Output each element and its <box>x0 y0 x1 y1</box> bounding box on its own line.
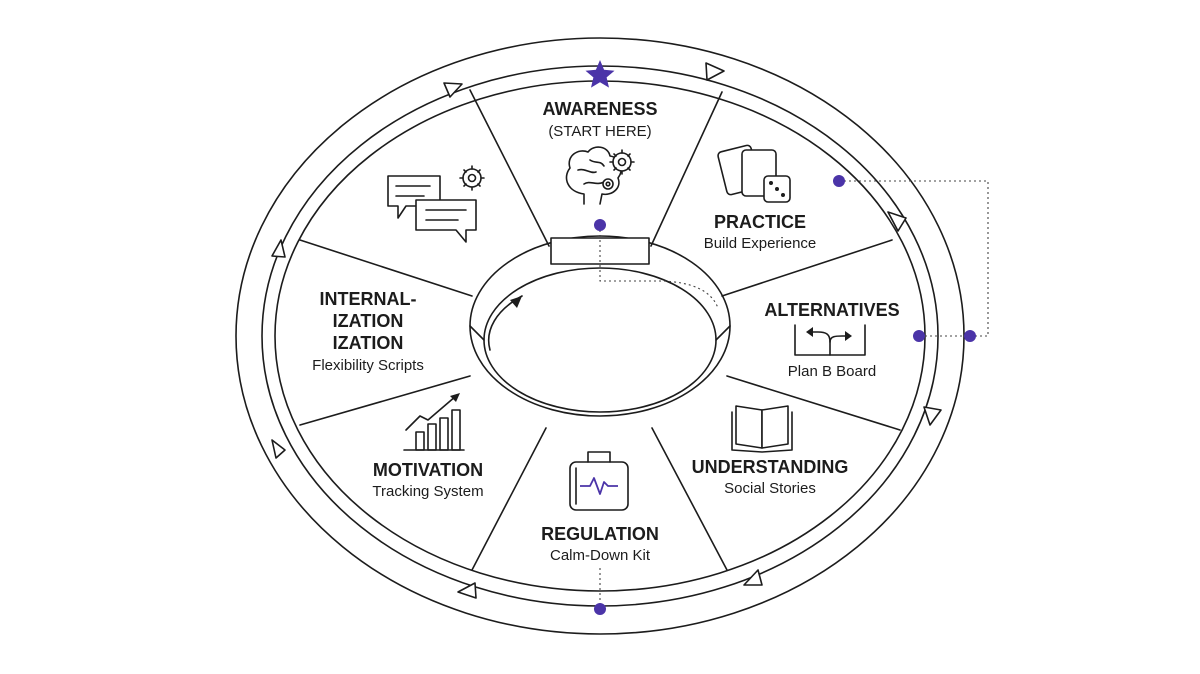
segment-regulation[interactable]: REGULATION Calm-Down Kit <box>541 451 659 564</box>
segment-subtitle: Calm-Down Kit <box>550 547 651 564</box>
awareness-to-hub-connector <box>599 225 719 309</box>
track-arrow <box>271 239 286 258</box>
segment-dividers <box>299 89 901 571</box>
growth-chart-icon <box>403 393 465 451</box>
track-arrow <box>705 62 725 81</box>
segment-title-line: IZATION <box>333 311 404 331</box>
practice-to-alternatives-connector <box>839 180 989 337</box>
segment-title-line: INTERNAL- <box>320 289 417 309</box>
segment-subtitle: Flexibility Scripts <box>312 357 424 374</box>
cards-dice-icon <box>717 144 791 203</box>
segment-title: ALTERNATIVES <box>764 300 899 320</box>
dotted-connectors <box>599 180 989 608</box>
segment-title: REGULATION <box>541 524 659 544</box>
track-arrow <box>443 82 463 98</box>
segment-awareness[interactable]: AWARENESS (START HERE) <box>542 99 658 205</box>
open-book-icon <box>731 405 793 453</box>
segment-subtitle: Social Stories <box>724 480 816 497</box>
track-arrow <box>923 406 942 426</box>
alternatives-dot <box>913 330 925 342</box>
track-arrow <box>743 569 763 586</box>
segment-subtitle: Build Experience <box>704 235 817 252</box>
segment-title: UNDERSTANDING <box>692 457 849 477</box>
track-dot <box>964 330 976 342</box>
segment-motivation[interactable]: MOTIVATION Tracking System <box>372 393 484 500</box>
star-icon <box>585 60 615 88</box>
regulation-dot <box>594 603 606 615</box>
track-arrow <box>271 439 286 459</box>
brain-gears-icon <box>565 146 635 205</box>
segment-title: MOTIVATION <box>373 460 483 480</box>
track-arrow <box>887 211 907 232</box>
track-arrows <box>271 62 942 599</box>
segment-internalization[interactable]: INTERNAL- IZATION IZATION Flexibility Sc… <box>312 165 485 374</box>
segment-title: PRACTICE <box>714 212 806 232</box>
first-aid-kit-icon <box>569 451 629 511</box>
hub-entry-step <box>550 237 650 265</box>
segment-title-line: IZATION <box>333 333 404 353</box>
branching-arrows-icon <box>794 324 866 356</box>
segment-alternatives[interactable]: ALTERNATIVES Plan B Board <box>764 300 899 380</box>
segment-subtitle: Plan B Board <box>788 363 876 380</box>
hub-inner-well <box>483 267 717 413</box>
practice-dot <box>833 175 845 187</box>
segment-subtitle: (START HERE) <box>548 123 651 140</box>
awareness-dot <box>594 219 606 231</box>
track-arrow <box>457 582 477 599</box>
segment-practice[interactable]: PRACTICE Build Experience <box>704 144 817 252</box>
segment-title: AWARENESS <box>542 99 657 119</box>
center-hub <box>469 235 731 417</box>
segment-understanding[interactable]: UNDERSTANDING Social Stories <box>692 405 849 497</box>
segment-subtitle: Tracking System <box>372 483 483 500</box>
chat-gear-icon <box>387 165 485 243</box>
